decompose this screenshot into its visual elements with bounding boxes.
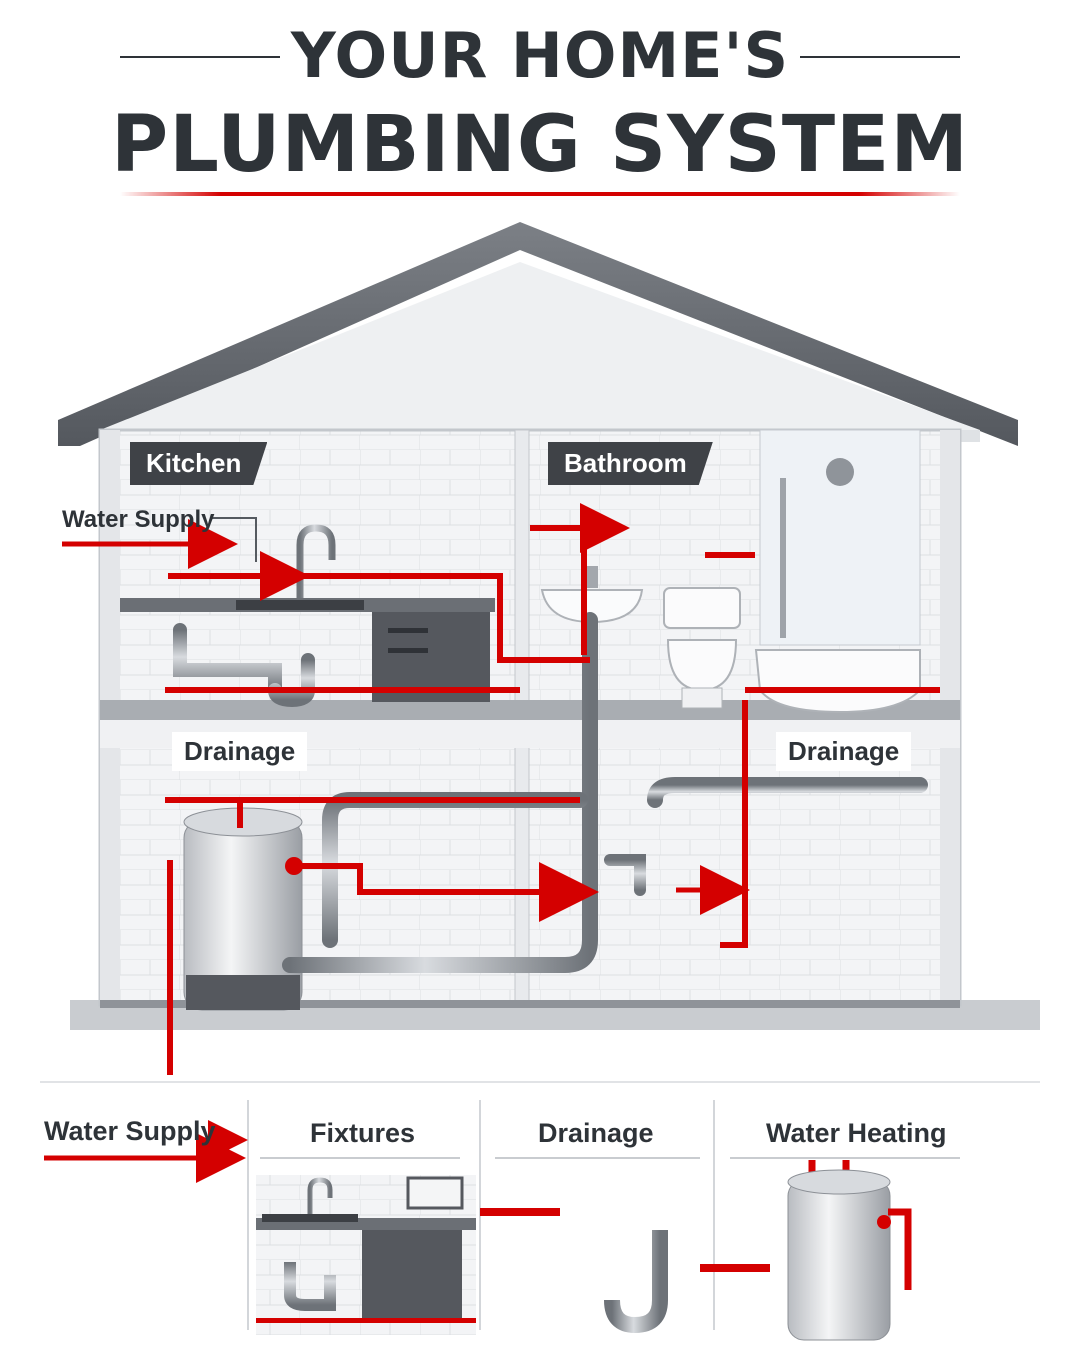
shower-head [826,458,854,486]
legend-drainage-illustration [480,1160,790,1334]
toilet-tank [663,587,741,629]
title-rule-right [800,56,960,58]
water-supply-leader [210,517,257,562]
room-tag-bathroom: Bathroom [548,442,713,485]
legend-water-supply-label: Water Supply [44,1116,216,1146]
callout-drainage-right: Drainage [776,732,912,771]
legend-fixtures-label: Fixtures [310,1118,416,1148]
bathtub [754,649,921,714]
drain-pipes [148,569,928,1088]
title-rule-left [120,56,280,58]
title-red-underline [120,192,960,196]
supply-lines [165,525,940,1075]
legend-water-heating-label: Water Heating [766,1118,947,1148]
callout-water-supply: Water Supply [62,506,215,533]
kitchen-sink-basin [236,600,364,610]
legend-water-heater-illustration [787,1160,912,1341]
room-tag-kitchen: Kitchen [130,442,267,485]
attic-gable [100,262,980,430]
title-line-1: YOUR HOME'S [290,19,790,92]
title-line-2: PLUMBING SYSTEM [111,100,969,190]
legend-fixtures-illustration [256,1175,476,1335]
kitchen-faucet [296,524,336,598]
legend-drainage-label: Drainage [538,1118,654,1148]
callout-drainage-left: Drainage [172,732,308,771]
